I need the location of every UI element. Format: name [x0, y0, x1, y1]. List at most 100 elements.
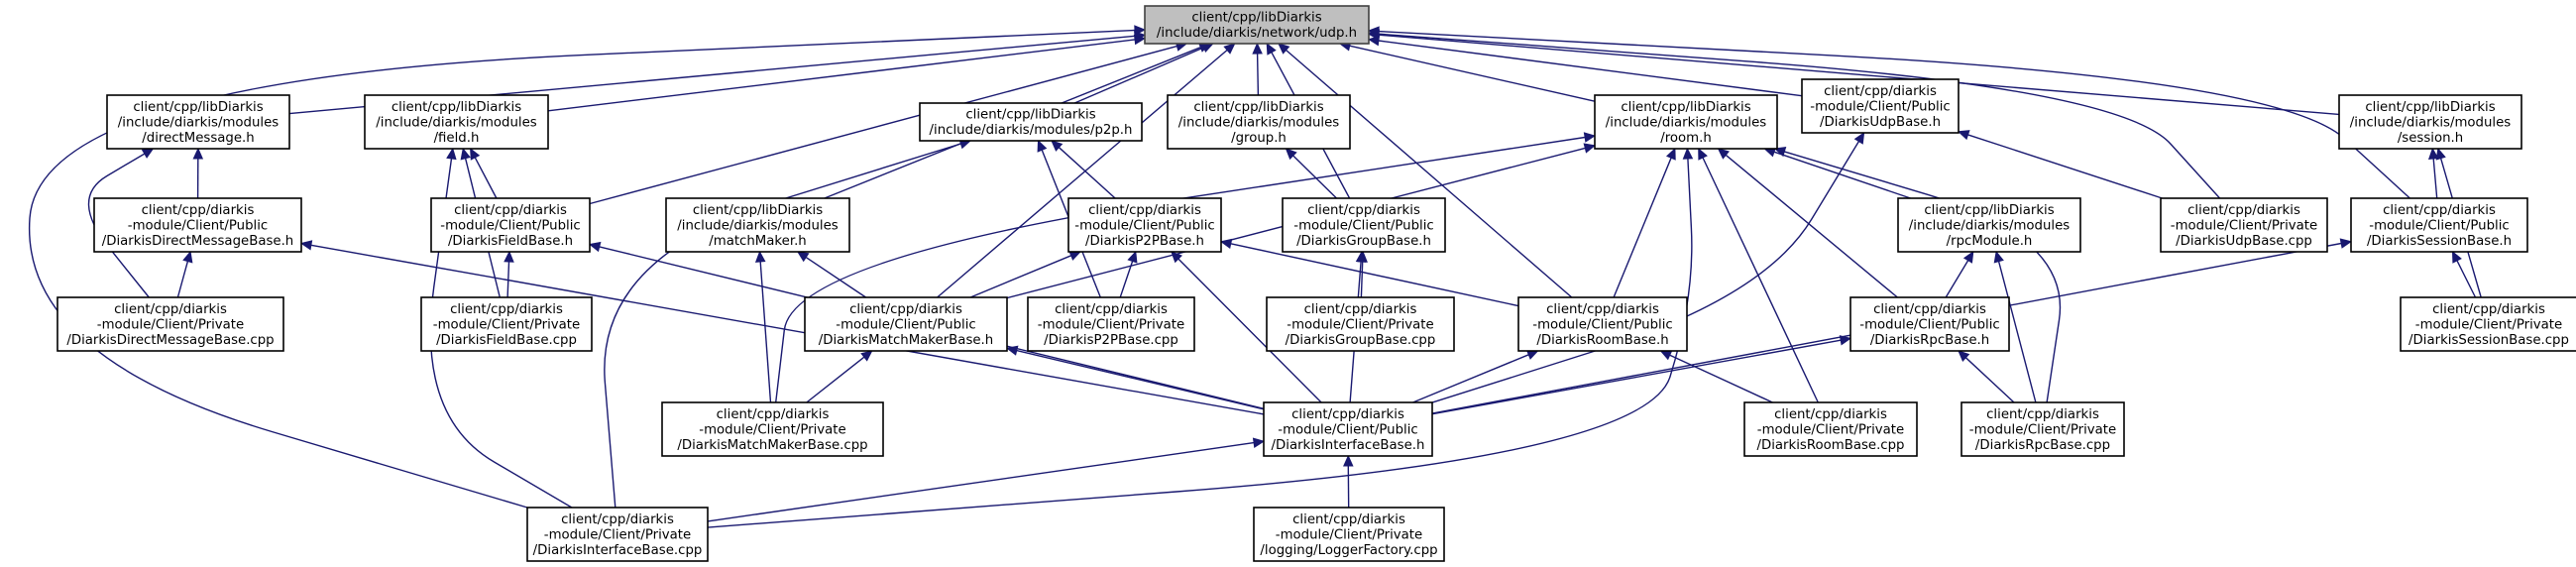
- node-p2pbase-cpp[interactable]: client/cpp/diarkis-module/Client/Private…: [1027, 296, 1195, 352]
- node-sessionbase-cpp[interactable]: client/cpp/diarkis-module/Client/Private…: [2400, 296, 2576, 352]
- node-label-line: client/cpp/diarkis: [1055, 302, 1168, 317]
- edge-line: [2432, 158, 2438, 199]
- edge-line: [806, 356, 865, 403]
- node-rpcmodule-h[interactable]: client/cpp/libDiarkis/include/diarkis/mo…: [1897, 197, 2081, 253]
- node-field-h[interactable]: client/cpp/libDiarkis/include/diarkis/mo…: [364, 94, 549, 150]
- node-box: [1743, 401, 1918, 457]
- edge-line: [1613, 157, 1672, 298]
- edge-line: [1286, 49, 1573, 298]
- node-room-h[interactable]: client/cpp/libDiarkis/include/diarkis/mo…: [1594, 94, 1778, 150]
- node-label-line: /DiarkisGroupBase.h: [1296, 234, 1431, 249]
- node-ifbase-h[interactable]: client/cpp/diarkis-module/Client/Public/…: [1263, 401, 1433, 457]
- node-label-line: -module/Client/Private: [97, 317, 244, 332]
- node-roombase-h[interactable]: client/cpp/diarkis-module/Client/Public/…: [1517, 296, 1688, 352]
- edge-mmbase_h-to-udp_h: [937, 43, 1236, 298]
- edge-rpcbase_cpp-to-rpcbase_h: [1958, 350, 2015, 403]
- node-box: [2400, 296, 2576, 352]
- node-mmbase-cpp[interactable]: client/cpp/diarkis-module/Client/Private…: [661, 401, 884, 457]
- node-udpbase-cpp[interactable]: client/cpp/diarkis-module/Client/Private…: [2160, 197, 2328, 253]
- node-dmbase-cpp[interactable]: client/cpp/diarkis-module/Client/Private…: [56, 296, 284, 352]
- node-label-line: /include/diarkis/modules: [677, 218, 839, 233]
- node-sessionbase-h[interactable]: client/cpp/diarkis-module/Client/Public/…: [2350, 197, 2528, 253]
- edge-line: [1669, 354, 1773, 403]
- node-label-line: client/cpp/libDiarkis: [1193, 100, 1323, 115]
- edge-udpbase_h-to-udp_h: [1367, 35, 1803, 97]
- node-label-line: client/cpp/libDiarkis: [693, 203, 823, 218]
- node-label-line: /logging/LoggerFactory.cpp: [1260, 543, 1437, 558]
- node-p2p-h[interactable]: client/cpp/libDiarkis/include/diarkis/mo…: [919, 102, 1143, 142]
- node-box: [56, 296, 284, 352]
- node-roombase-cpp[interactable]: client/cpp/diarkis-module/Client/Private…: [1743, 401, 1918, 457]
- node-box: [1263, 401, 1433, 457]
- node-label-line: -module/Client/Private: [433, 317, 580, 332]
- edge-fieldbase_cpp-to-fieldbase_h: [504, 250, 514, 298]
- arrowhead-icon: [1252, 42, 1263, 55]
- node-label-line: /include/diarkis/network/udp.h: [1157, 26, 1357, 41]
- node-label-line: -module/Client/Public: [836, 317, 975, 332]
- node-udp-h[interactable]: client/cpp/libDiarkis/include/diarkis/ne…: [1144, 5, 1370, 45]
- node-p2pbase-h[interactable]: client/cpp/diarkis-module/Client/Public/…: [1067, 197, 1222, 253]
- node-box: [526, 507, 709, 562]
- arrowhead-icon: [299, 240, 313, 251]
- node-label-line: client/cpp/libDiarkis: [133, 100, 263, 115]
- edge-mmbase_cpp-to-mm_h: [754, 250, 772, 403]
- arrowhead-icon: [2451, 250, 2462, 264]
- node-label-line: client/cpp/diarkis: [1824, 84, 1937, 99]
- node-label-line: -module/Client/Private: [2415, 317, 2562, 332]
- node-box: [364, 94, 549, 150]
- node-label-line: -module/Client/Public: [128, 218, 268, 233]
- node-box: [919, 102, 1143, 142]
- edge-line: [1177, 258, 1322, 403]
- edge-ifbase_h-to-rpcbase_h: [1431, 335, 1852, 415]
- edge-rpcbase_h-to-rpcmodule_h: [1945, 250, 1974, 298]
- node-fieldbase-cpp[interactable]: client/cpp/diarkis-module/Client/Private…: [420, 296, 593, 352]
- node-label-line: -module/Client/Public: [1810, 99, 1950, 114]
- node-label-line: client/cpp/libDiarkis: [1924, 203, 2054, 218]
- edge-rpcbase_cpp-to-rpcmodule_h: [1993, 250, 2037, 403]
- node-ifbase-cpp[interactable]: client/cpp/diarkis-module/Client/Private…: [526, 507, 709, 562]
- node-label-line: client/cpp/diarkis: [1291, 407, 1404, 422]
- node-rpcbase-cpp[interactable]: client/cpp/diarkis-module/Client/Private…: [1960, 401, 2125, 457]
- node-groupbase-cpp[interactable]: client/cpp/diarkis-module/Client/Private…: [1266, 296, 1455, 352]
- node-label-line: client/cpp/diarkis: [1986, 407, 2099, 422]
- node-label-line: client/cpp/libDiarkis: [392, 100, 521, 115]
- node-dm-h[interactable]: client/cpp/libDiarkis/include/diarkis/mo…: [106, 94, 290, 150]
- edge-roombase_cpp-to-roombase_h: [1659, 350, 1773, 403]
- node-logger-cpp[interactable]: client/cpp/diarkis-module/Client/Private…: [1253, 507, 1445, 562]
- node-label-line: /include/diarkis/modules: [1606, 115, 1767, 130]
- edge-ifbase_h-to-roombase_h: [1412, 350, 1539, 403]
- arrowhead-icon: [1223, 43, 1236, 55]
- node-session-h[interactable]: client/cpp/libDiarkis/include/diarkis/mo…: [2338, 94, 2522, 150]
- node-mm-h[interactable]: client/cpp/libDiarkis/include/diarkis/mo…: [665, 197, 850, 253]
- node-label-line: /rpcModule.h: [1947, 234, 2033, 249]
- node-dmbase-h[interactable]: client/cpp/diarkis-module/Client/Public/…: [93, 197, 302, 253]
- edge-line: [1378, 40, 1803, 97]
- arrowhead-icon: [754, 250, 766, 263]
- arrowhead-icon: [1367, 26, 1380, 37]
- node-fieldbase-h[interactable]: client/cpp/diarkis-module/Client/Public/…: [430, 197, 591, 253]
- edge-line: [589, 45, 1177, 205]
- edge-p2p_h-to-udp_h: [1073, 43, 1214, 104]
- node-label-line: /DiarkisUdpBase.cpp: [2176, 234, 2312, 249]
- edge-line: [805, 257, 866, 298]
- node-label-line: /DiarkisFieldBase.cpp: [436, 333, 577, 348]
- node-label-line: -module/Client/Public: [1532, 317, 1672, 332]
- arrowhead-icon: [1278, 43, 1290, 55]
- node-group-h[interactable]: client/cpp/libDiarkis/include/diarkis/mo…: [1167, 94, 1351, 150]
- node-label-line: /DiarkisFieldBase.h: [448, 234, 573, 249]
- node-label-line: /include/diarkis/modules: [376, 115, 537, 130]
- node-rpcbase-h[interactable]: client/cpp/diarkis-module/Client/Public/…: [1849, 296, 2010, 352]
- edge-mmbase_h-to-p2pbase_h: [969, 251, 1082, 298]
- node-mmbase-h[interactable]: client/cpp/diarkis-module/Client/Public/…: [804, 296, 1008, 352]
- node-box: [1144, 5, 1370, 45]
- node-groupbase-h[interactable]: client/cpp/diarkis-module/Client/Public/…: [1282, 197, 1446, 253]
- edge-logger_cpp-to-ifbase_h: [1343, 454, 1354, 509]
- edge-p2pbase_cpp-to-p2pbase_h: [1119, 250, 1138, 298]
- edge-line: [707, 158, 1693, 528]
- edge-ifbase_cpp-to-udp_h: [28, 25, 1147, 509]
- node-box: [1027, 296, 1195, 352]
- edge-line: [759, 261, 772, 403]
- node-udpbase-h[interactable]: client/cpp/diarkis-module/Client/Public/…: [1801, 78, 1960, 134]
- edge-dmbase_cpp-to-dmbase_h: [176, 250, 193, 298]
- node-box: [661, 401, 884, 457]
